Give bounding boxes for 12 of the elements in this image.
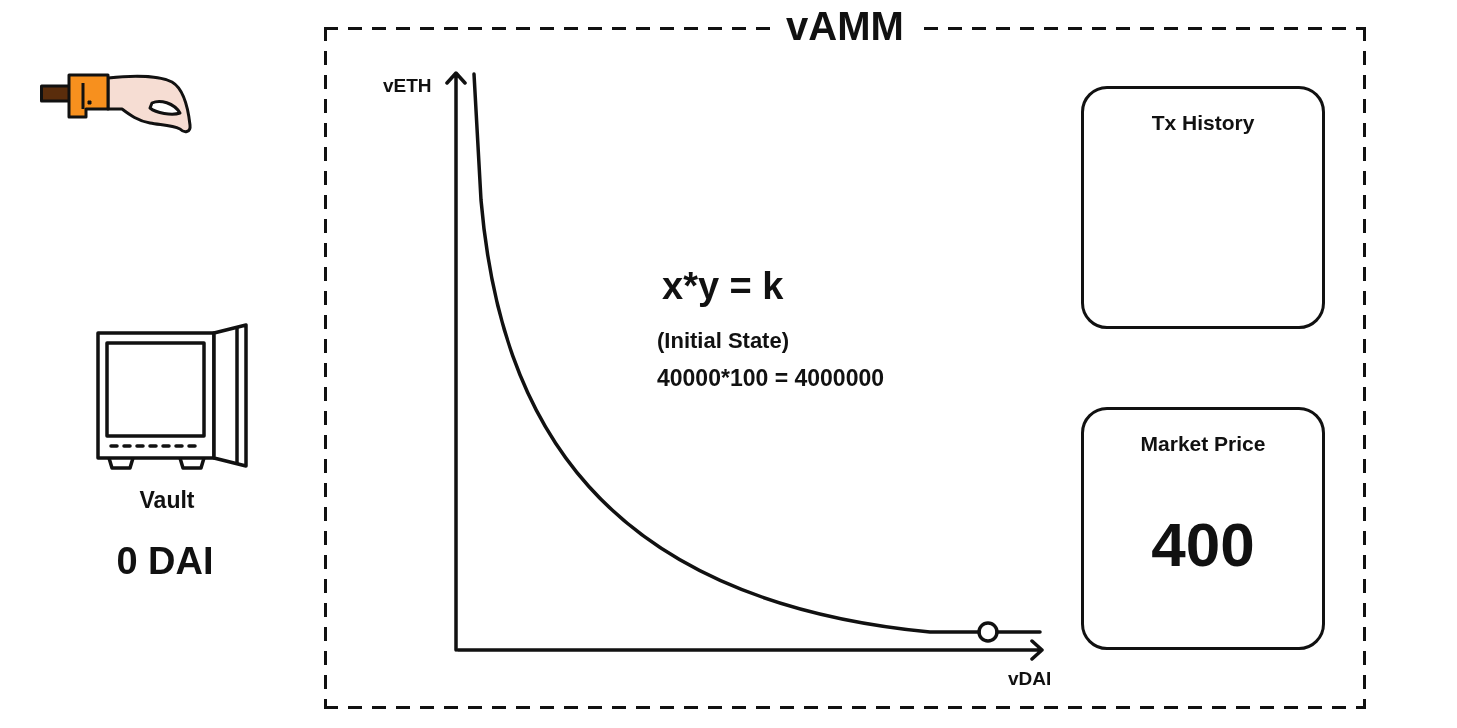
panel-heading: Tx History xyxy=(1151,112,1255,133)
formula-text: x*y = k xyxy=(662,267,784,305)
axis-label: vDAI xyxy=(1008,668,1052,688)
balance-value: 0 DAI xyxy=(116,542,214,580)
history-panel xyxy=(1081,86,1325,329)
axis-label: vETH xyxy=(383,75,432,95)
state-note: (Initial State) xyxy=(657,330,789,352)
vault-label: Vault xyxy=(139,488,195,512)
formula-text: 40000*100 = 4000000 xyxy=(657,366,885,390)
price-value: 400 xyxy=(1151,514,1255,576)
price-panel xyxy=(1081,407,1325,650)
panel-heading: Market Price xyxy=(1140,433,1266,454)
